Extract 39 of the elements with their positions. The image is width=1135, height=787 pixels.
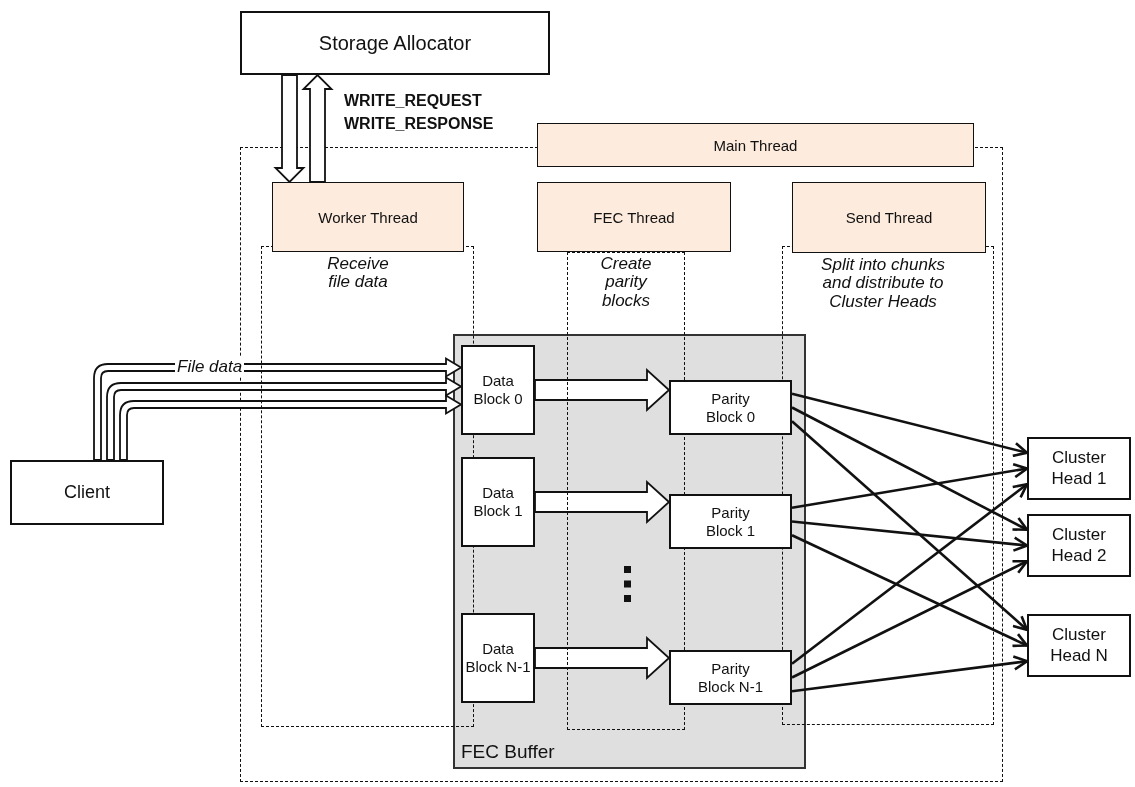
process-box: Cluster Head 1 xyxy=(1027,437,1131,500)
arrow xyxy=(791,392,1029,458)
block-arrow xyxy=(534,635,671,681)
block-arrow xyxy=(106,376,462,461)
buffer-region xyxy=(453,334,806,769)
thread-title: Send Thread xyxy=(792,182,986,253)
arrow xyxy=(791,559,1029,679)
process-box: Storage Allocator xyxy=(240,11,550,75)
thread-title: Worker Thread xyxy=(272,182,464,252)
process-box: Cluster Head 2 xyxy=(1027,514,1131,577)
process-box: Cluster Head N xyxy=(1027,614,1131,677)
buffer-label: FEC Buffer xyxy=(461,741,555,763)
thread-description: Create parity blocks xyxy=(599,255,653,311)
arrow xyxy=(791,406,1029,532)
arrow xyxy=(791,420,1029,632)
arrow xyxy=(791,462,1029,510)
parity-block: Parity Block N-1 xyxy=(669,650,792,705)
block-arrow xyxy=(534,479,671,525)
arrow xyxy=(791,482,1029,665)
process-box: Client xyxy=(10,460,164,525)
arrow xyxy=(791,520,1029,552)
edge-label: WRITE_RESPONSE xyxy=(342,115,496,133)
block-arrow xyxy=(534,367,671,413)
thread-description: Split into chunks and distribute to Cluster Heads xyxy=(820,256,946,312)
data-block: Data Block 0 xyxy=(461,345,535,435)
block-arrow xyxy=(273,74,306,184)
data-block: Data Block N-1 xyxy=(461,613,535,703)
block-arrow xyxy=(301,73,334,183)
thread-title: FEC Thread xyxy=(537,182,731,252)
arrow xyxy=(791,534,1029,648)
thread-title: Main Thread xyxy=(537,123,974,167)
block-arrow xyxy=(119,394,462,461)
edge-label: File data xyxy=(175,357,245,377)
parity-block: Parity Block 1 xyxy=(669,494,792,549)
parity-block: Parity Block 0 xyxy=(669,380,792,435)
thread-description: Receive file data xyxy=(326,255,390,292)
data-block: Data Block 1 xyxy=(461,457,535,547)
edge-label: WRITE_REQUEST xyxy=(342,92,484,110)
arrow xyxy=(791,655,1029,693)
